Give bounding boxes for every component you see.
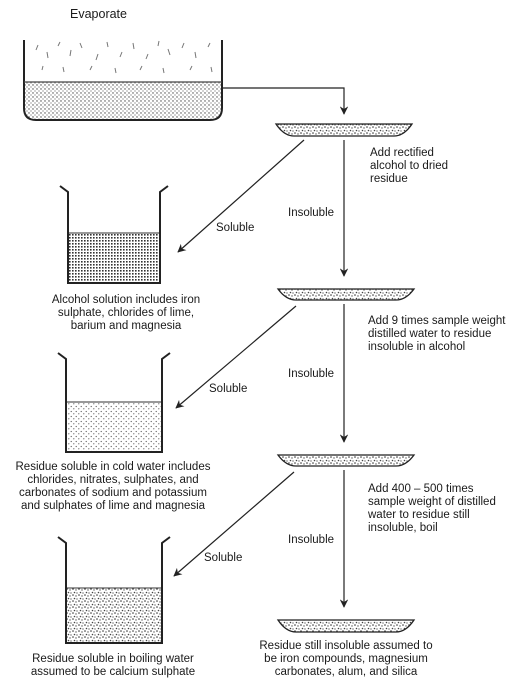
result-alcohol-solution: Alcohol solution includes iron sulphate,… — [51, 294, 201, 332]
residue-dish-2 — [276, 288, 416, 301]
residue-dish-final — [276, 619, 416, 633]
evaporating-dish — [23, 40, 223, 121]
residue-dish-3 — [276, 454, 416, 467]
evaporate-label: Evaporate — [70, 7, 127, 21]
step-1-instruction: Add rectified alcohol to dried residue — [370, 147, 448, 185]
beaker-boiling-water — [57, 536, 171, 644]
arrow-soluble-2 — [175, 305, 297, 409]
arrow-evaporate-to-residue — [222, 87, 349, 115]
beaker-cold-water — [57, 352, 171, 453]
arrow-soluble-3 — [173, 471, 295, 577]
result-cold-water: Residue soluble in cold water includes c… — [15, 461, 211, 512]
vapor-marks — [35, 40, 213, 74]
beaker-alcohol-solution — [59, 185, 169, 284]
insoluble-label-1: Insoluble — [288, 207, 335, 219]
insoluble-label-2: Insoluble — [288, 368, 335, 380]
step-2-instruction: Add 9 times sample weight distilled wate… — [368, 315, 506, 353]
insoluble-label-3: Insoluble — [288, 534, 335, 546]
arrow-soluble-1 — [177, 139, 305, 253]
soluble-label-3: Soluble — [204, 552, 243, 564]
step-3-instruction: Add 400 – 500 times sample weight of dis… — [368, 483, 496, 534]
soluble-label-2: Soluble — [209, 383, 248, 395]
result-boiling-water: Residue soluble in boiling water assumed… — [30, 653, 196, 678]
soluble-label-1: Soluble — [216, 222, 255, 234]
residue-dish-1 — [274, 123, 414, 137]
final-result: Residue still insoluble assumed to be ir… — [259, 640, 433, 678]
